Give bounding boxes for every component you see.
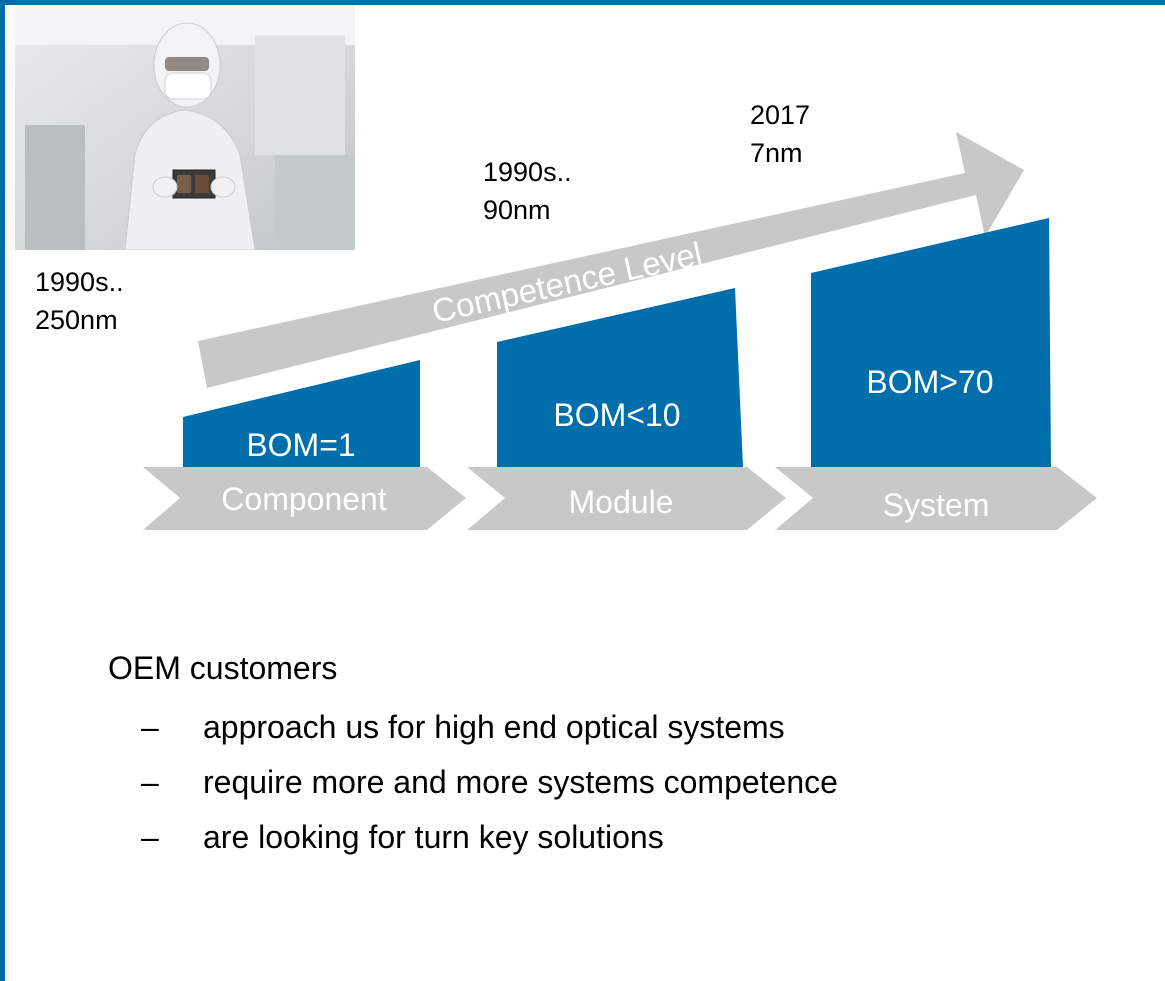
milestone-year: 1990s.. (35, 267, 124, 297)
milestone-node: 250nm (35, 305, 118, 335)
stage-chevron-module (467, 467, 786, 530)
competence-diagram: Competence Level BOM=1 BOM<10 BOM>70 Com… (143, 132, 1097, 530)
dash-bullet: – (141, 709, 159, 745)
dash-bullet: – (141, 819, 159, 855)
milestone-2017-7nm: 2017 7nm (750, 96, 810, 172)
list-item: – approach us for high end optical syste… (108, 703, 838, 751)
milestone-node: 7nm (750, 138, 803, 168)
bom-box-system (811, 218, 1051, 467)
stage-chevron-component (143, 467, 466, 530)
bom-box-component (183, 360, 420, 467)
list-item: – require more and more systems competen… (108, 758, 838, 806)
stage-label-module: Module (569, 484, 674, 520)
bom-label-module: BOM<10 (553, 397, 680, 433)
milestone-year: 2017 (750, 100, 811, 130)
list-item: – are looking for turn key solutions (108, 813, 838, 861)
list-item-text: are looking for turn key solutions (203, 819, 664, 855)
bom-box-module (497, 288, 743, 467)
oem-customers-list: OEM customers – approach us for high end… (108, 645, 838, 868)
stage-label-component: Component (221, 481, 387, 517)
competence-arrow (198, 132, 1024, 388)
bom-label-system: BOM>70 (866, 364, 993, 400)
milestone-year: 1990s.. (483, 157, 572, 187)
bullets-heading: OEM customers (108, 650, 338, 686)
cleanroom-worker-photo (15, 5, 355, 250)
bom-label-component: BOM=1 (246, 427, 355, 463)
milestone-1990s-250nm: 1990s.. 250nm (35, 263, 124, 339)
list-item-text: require more and more systems competence (203, 764, 838, 800)
dash-bullet: – (141, 764, 159, 800)
milestone-node: 90nm (483, 195, 551, 225)
list-item-text: approach us for high end optical systems (203, 709, 785, 745)
stage-chevron-system (775, 467, 1097, 530)
stage-label-system: System (883, 487, 990, 523)
milestone-1990s-90nm: 1990s.. 90nm (483, 153, 572, 229)
